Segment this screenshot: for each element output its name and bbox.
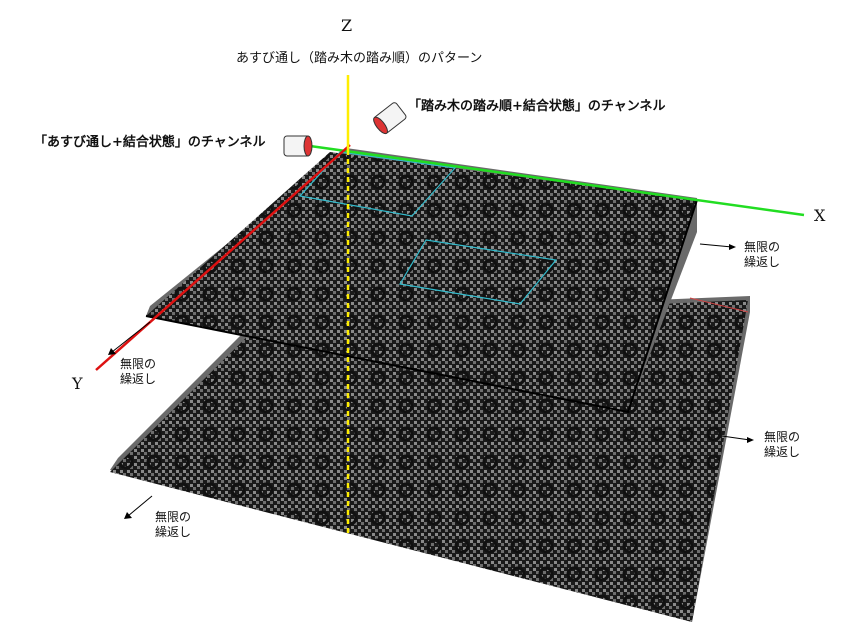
repeat-label-line2: 繰返し bbox=[155, 525, 192, 539]
asubi-channel-label: 「あすび通し+結合状態」のチャンネル bbox=[34, 135, 266, 150]
upper-plane-edge bbox=[145, 199, 698, 414]
repeat-arrow-upper-right bbox=[699, 243, 736, 250]
upper-plane bbox=[146, 152, 697, 412]
repeat-label-upper-left: 無限の 繰返し bbox=[120, 357, 156, 387]
repeat-label-line2: 繰返し bbox=[764, 445, 801, 459]
repeat-label-line1: 無限の bbox=[155, 510, 192, 524]
lower-plane-edge-red bbox=[689, 297, 749, 313]
repeat-label-line1: 無限の bbox=[764, 430, 801, 444]
repeat-arrow-lower-left bbox=[124, 495, 153, 519]
z-axis-label: Z bbox=[341, 16, 353, 35]
repeat-label-line1: 無限の bbox=[744, 240, 781, 254]
repeat-label-lower-left: 無限の 繰返し bbox=[155, 510, 191, 540]
y-axis bbox=[95, 144, 351, 371]
pattern-title: あすび通し（踏み木の踏み順）のパターン bbox=[236, 51, 483, 66]
repeat-arrow-lower-right bbox=[721, 435, 754, 443]
y-axis-label: Y bbox=[72, 374, 83, 393]
repeat-unit-selection[interactable] bbox=[399, 239, 558, 305]
repeat-arrow-upper-left bbox=[108, 321, 151, 355]
x-axis-label: X bbox=[814, 206, 826, 225]
repeat-label-upper-right: 無限の 繰返し bbox=[744, 240, 780, 270]
treadle-channel-cylinder[interactable] bbox=[371, 102, 407, 136]
treadle-channel-label: 「踏み木の踏み順+結合状態」のチャンネル bbox=[408, 99, 666, 114]
repeat-label-line2: 繰返し bbox=[744, 255, 781, 269]
asubi-channel-cylinder[interactable] bbox=[283, 135, 313, 157]
x-axis bbox=[309, 144, 805, 217]
repeat-label-line2: 繰返し bbox=[120, 372, 157, 386]
repeat-label-lower-right: 無限の 繰返し bbox=[764, 430, 800, 460]
repeat-label-line1: 無限の bbox=[120, 357, 157, 371]
